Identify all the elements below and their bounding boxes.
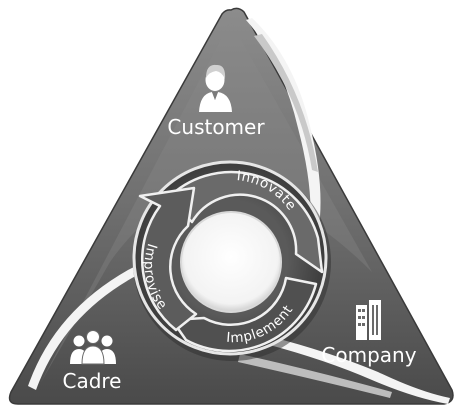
corner-label-cadre: Cadre <box>62 369 121 393</box>
people-group-icon <box>70 330 116 365</box>
corner-label-company: Company <box>321 343 416 367</box>
cycle-segment-implement <box>170 276 318 353</box>
cycle-segment-innovate <box>166 170 324 274</box>
building-icon <box>356 300 381 340</box>
cycle-segment-improvise <box>138 186 198 332</box>
swoosh-stripe-bottom-2 <box>238 354 392 398</box>
swoosh-stripe-right-2 <box>254 34 318 172</box>
customer-icon <box>199 64 232 112</box>
cycle-hub <box>180 211 282 313</box>
swoosh-stripe-bottom <box>266 336 450 404</box>
corner-label-customer: Customer <box>167 115 265 139</box>
